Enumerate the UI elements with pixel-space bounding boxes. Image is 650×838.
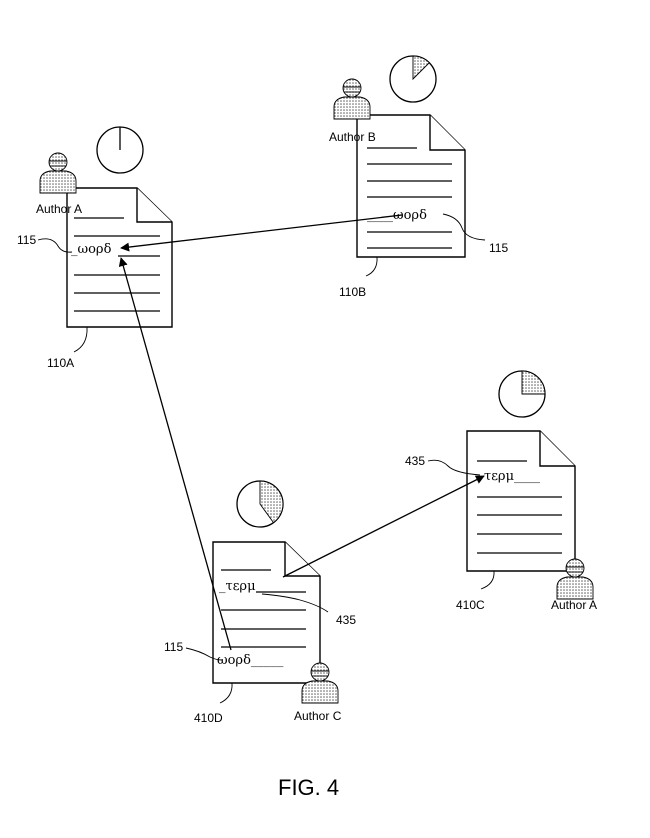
doc-410c-author: Author A xyxy=(551,598,597,612)
figure-caption: FIG. 4 xyxy=(278,775,339,800)
arrow-110b-to-110a xyxy=(120,214,403,252)
author-avatar-icon xyxy=(333,78,371,120)
link-arrows xyxy=(118,214,485,651)
arrow-410d-to-110a xyxy=(118,257,232,651)
doc-410d-author: Author C xyxy=(294,709,342,723)
document-110a: _ωορδ Author A 115 110A xyxy=(17,126,173,370)
clock-icon xyxy=(96,126,144,174)
document-410c: τερμ____ Author A 435 410C xyxy=(405,370,597,612)
doc-410d-word-2: ωορδ_____ xyxy=(217,653,284,668)
doc-110a-word: _ωορδ xyxy=(71,242,112,257)
document-110b: ____ωορδ Author B 115 110B xyxy=(329,55,508,299)
ref-435-label: 435 xyxy=(336,613,356,627)
clock-icon xyxy=(498,370,546,418)
document-410d: _τερμ ωορδ_____ Author C 435 115 410D xyxy=(164,480,356,725)
doc-410c-word: τερμ____ xyxy=(484,469,541,484)
doc-110a-author: Author A xyxy=(36,202,82,216)
ref-115-label: 115 xyxy=(17,233,36,247)
doc-410d-word: _τερμ xyxy=(219,579,256,594)
clock-icon xyxy=(236,480,284,528)
clock-icon xyxy=(389,55,437,103)
ref-115-label: 115 xyxy=(164,640,183,654)
arrow-410d-to-410c xyxy=(282,475,485,578)
doc-410d-ref: 410D xyxy=(194,711,223,725)
doc-110a-ref: 110A xyxy=(47,356,74,370)
doc-410c-ref: 410C xyxy=(456,598,485,612)
author-avatar-icon xyxy=(39,152,77,194)
ref-435-label: 435 xyxy=(405,454,425,468)
ref-115-label: 115 xyxy=(489,241,508,255)
doc-110b-ref: 110B xyxy=(339,285,366,299)
doc-110b-author: Author B xyxy=(329,130,376,144)
